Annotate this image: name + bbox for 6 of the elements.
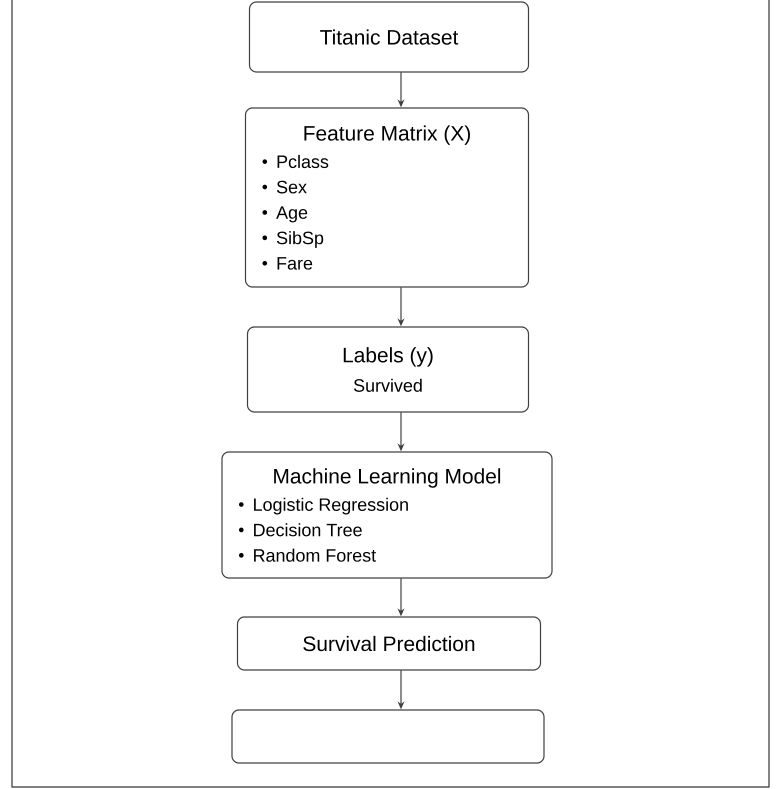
process-box: Survival Prediction [236,616,542,671]
process-box: Labels (y) Survived [246,326,530,413]
empty-box [231,709,545,764]
process-box: Machine Learning Model Logistic Regression Decision Tree Random Forest [221,451,553,579]
process-box: Titanic Dataset [248,1,530,73]
process-box: Feature Matrix (X) Pclass Sex Age SibSp Fare [244,107,530,288]
